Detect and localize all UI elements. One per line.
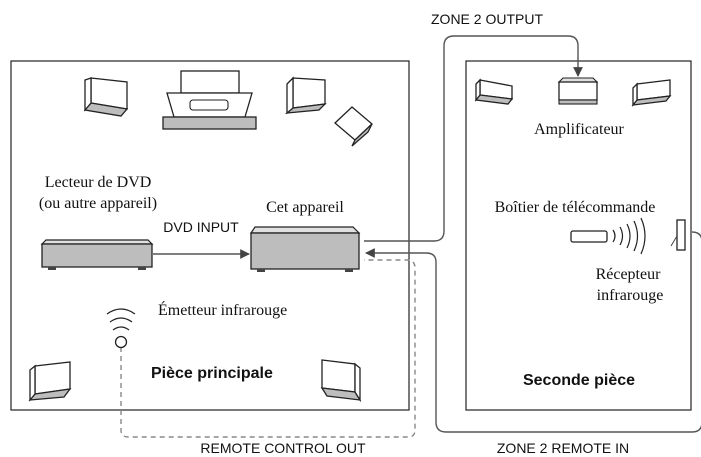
speaker-icon — [28, 361, 72, 402]
speaker-icon — [83, 77, 129, 117]
remote-box-label: Boîtier de télécommande — [495, 199, 656, 216]
infrared-emitter-icon — [106, 308, 136, 349]
infrared-waves-icon — [612, 217, 646, 255]
dvd-input-label: DVD INPUT — [163, 219, 239, 235]
speaker-icon — [284, 76, 327, 115]
speaker-icon — [334, 106, 373, 147]
remote-control-out-label: REMOTE CONTROL OUT — [200, 440, 366, 456]
zone2-remote-in-cable — [365, 231, 701, 433]
television-icon — [162, 70, 257, 130]
speaker-icon — [320, 359, 362, 403]
zone2-output-label: ZONE 2 OUTPUT — [431, 11, 543, 27]
second-room-label: Seconde pièce — [523, 372, 635, 389]
amplifier-icon — [557, 77, 599, 105]
speaker-icon — [474, 78, 514, 105]
ir-receiver-label-line2: infrarouge — [597, 287, 664, 304]
dvd-player-icon — [40, 239, 154, 270]
amplifier-label: Amplificateur — [534, 121, 624, 138]
zone2-output-cable — [364, 35, 583, 242]
ir-receiver-label-line1: Récepteur — [596, 266, 662, 283]
zone2-remote-in-label: ZONE 2 REMOTE IN — [497, 440, 629, 456]
main-room-label: Pièce principale — [151, 365, 273, 382]
infrared-receiver-icon — [670, 219, 686, 251]
remote-control-out-cable — [120, 259, 416, 438]
dvd-player-label-line2: (ou autre appareil) — [39, 195, 157, 212]
speaker-icon — [631, 79, 672, 107]
dvd-player-label-line1: Lecteur de DVD — [45, 174, 152, 191]
ir-emitter-label: Émetteur infrarouge — [158, 300, 287, 319]
av-receiver-icon — [249, 226, 361, 272]
this-unit-label: Cet appareil — [266, 199, 344, 216]
remote-control-icon — [570, 230, 608, 243]
main-room-box — [10, 60, 410, 411]
